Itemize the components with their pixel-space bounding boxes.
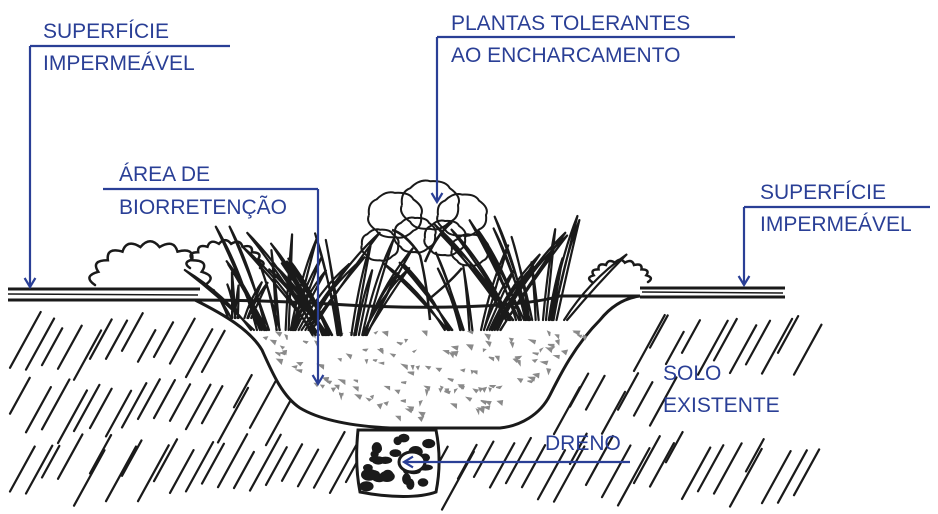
tree-branches: [391, 221, 463, 321]
tree-leaf-cluster: [423, 219, 467, 257]
drain-stone: [371, 442, 382, 454]
drain-stone: [389, 449, 402, 457]
soil-label-line2: EXISTENTE: [663, 394, 780, 417]
tree-leaf-cluster: [450, 233, 490, 267]
right-surface-label-line1: SUPERFÍCIE: [760, 181, 887, 204]
bioretention-arrow: [311, 374, 325, 387]
drain-label: DRENO: [545, 432, 621, 455]
plants-label-line2: AO ENCHARCAMENTO: [451, 44, 681, 67]
drain-stone: [422, 438, 436, 449]
tree-leaf-cluster: [399, 179, 461, 231]
left-surface-slab: [7, 287, 200, 302]
left-surface-arrow: [23, 277, 37, 290]
drain-trench: [355, 428, 441, 498]
drain-stones: [359, 433, 436, 492]
right-surface-slab: [640, 286, 785, 299]
impermeable-surfaces: [7, 286, 785, 302]
right-surface-arrow: [737, 275, 751, 288]
right-shrub: [587, 258, 653, 284]
bioretention-label-line2: BIORRETENÇÃO: [119, 196, 288, 219]
tree-leaf-cluster: [393, 216, 437, 254]
vegetation: [88, 179, 653, 337]
plants-arrow: [430, 192, 444, 205]
tree-leaf-cluster: [367, 191, 423, 239]
drain-stone: [365, 469, 380, 479]
plants-label-line1: PLANTAS TOLERANTES: [451, 12, 691, 35]
left-surface-label-line2: IMPERMEÁVEL: [43, 52, 195, 75]
bioretention-label-line1: ÁREA DE: [119, 163, 211, 186]
drain-stone: [369, 456, 378, 463]
drain-arrow: [401, 455, 414, 469]
drain-stone: [379, 471, 395, 482]
drain-stone: [359, 481, 374, 492]
drain-stone: [417, 478, 429, 487]
grass-clumps: [183, 214, 628, 337]
drain-stone: [398, 433, 410, 443]
drain-stone: [363, 464, 373, 472]
drain-stone: [402, 473, 411, 485]
tree-leaf-cluster: [436, 193, 488, 237]
left-surface-label-line1: SUPERFÍCIE: [43, 20, 170, 43]
left-small-shrub: [185, 238, 265, 270]
label-leaders: [23, 35, 930, 469]
soil-label-line1: SOLO: [663, 362, 722, 385]
left-shrub: [88, 240, 212, 287]
right-surface-label-line2: IMPERMEÁVEL: [760, 213, 912, 236]
